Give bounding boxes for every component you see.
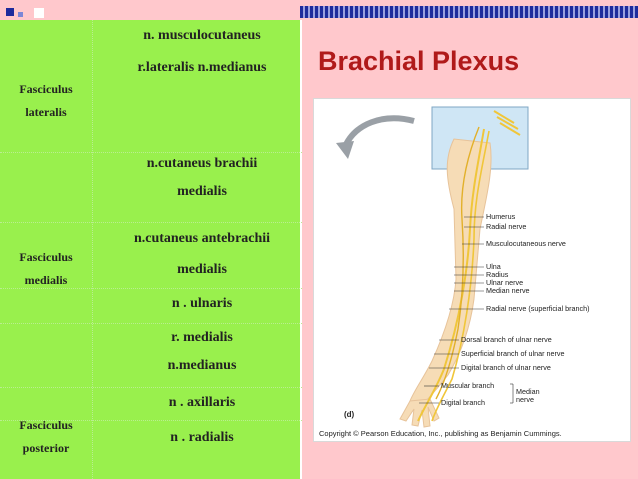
slide-title: Brachial Plexus xyxy=(318,46,520,76)
group-label-line: Fasciculus xyxy=(19,250,73,264)
figure-label: Dorsal branch of ulnar nerve xyxy=(461,335,552,344)
nerve-cell: n.cutaneus brachii xyxy=(146,156,258,171)
figure-label: nerve xyxy=(516,395,534,404)
figure-label: Radial nerve (superficial branch) xyxy=(486,304,590,313)
figure-label: Digital branch of ulnar nerve xyxy=(461,363,551,372)
row-divider xyxy=(0,222,302,223)
figure-label: Digital branch xyxy=(441,398,485,407)
decor-square xyxy=(34,8,44,18)
median-nerve-line xyxy=(417,128,485,422)
copyright-note: Copyright © Pearson Education, Inc., pub… xyxy=(319,429,562,438)
figure-label: Radius xyxy=(486,270,509,279)
ulnar-nerve-line xyxy=(431,130,490,422)
row-divider xyxy=(0,323,302,324)
panel-letter: (d) xyxy=(344,410,355,419)
nerve-cell: medialis xyxy=(177,262,227,277)
row-divider xyxy=(0,387,302,388)
hand-shape xyxy=(399,398,440,428)
group-label-line: posterior xyxy=(22,440,70,455)
column-divider xyxy=(92,20,93,479)
arm-illustration xyxy=(336,106,529,428)
group-label-posterior: Fasciculus posterior xyxy=(0,414,92,460)
leader-lines xyxy=(419,216,514,404)
arrow-head xyxy=(336,141,354,159)
radial-nerve-line xyxy=(435,126,480,400)
top-decoration xyxy=(0,0,638,22)
decor-square xyxy=(18,12,23,17)
figure-label: Ulna xyxy=(486,262,501,271)
nerve-cell: r. medialis xyxy=(171,330,233,345)
plexus-roots xyxy=(493,110,521,136)
figure-label: Median nerve xyxy=(486,286,530,295)
group-label-line: medialis xyxy=(24,272,68,287)
nerve-cell: n.cutaneus antebrachii xyxy=(133,231,271,246)
nerve-cell: n. musculocutaneus xyxy=(143,28,261,43)
figure-label: Musculocutaneous nerve xyxy=(486,239,566,248)
nerve-cell: n.medianus xyxy=(167,358,237,373)
figure-label: Superficial branch of ulnar nerve xyxy=(461,349,565,358)
figure-label: Ulnar nerve xyxy=(486,278,524,287)
group-label-lateralis: Fasciculus lateralis xyxy=(0,78,92,124)
figure-label: Muscular branch xyxy=(441,381,495,390)
row-divider xyxy=(0,420,302,421)
figure-label: Median xyxy=(516,387,540,396)
decor-stripes xyxy=(300,6,638,18)
group-label-line: Fasciculus xyxy=(19,82,73,96)
nerve-cell: r.lateralis n.medianus xyxy=(137,60,267,75)
nerve-table: Fasciculus lateralis Fasciculus medialis… xyxy=(0,20,302,479)
nerve-cell: n . axillaris xyxy=(168,395,236,410)
nerve-cell: n . radialis xyxy=(170,430,234,445)
figure-label: Humerus xyxy=(486,212,516,221)
curved-arrow xyxy=(341,115,415,151)
group-label-line: Fasciculus xyxy=(19,418,73,432)
group-label-medialis: Fasciculus medialis xyxy=(0,246,92,292)
group-label-line: lateralis xyxy=(25,104,67,119)
decor-square xyxy=(6,8,14,16)
nerve-cell: n . ulnaris xyxy=(171,296,233,311)
nerve-cell: medialis xyxy=(177,184,227,199)
row-divider xyxy=(0,152,302,153)
figure-label: Radial nerve xyxy=(486,222,527,231)
row-divider xyxy=(0,288,302,289)
arm-nerve-figure: Humerus Radial nerve Musculocutaneous ne… xyxy=(313,98,631,442)
